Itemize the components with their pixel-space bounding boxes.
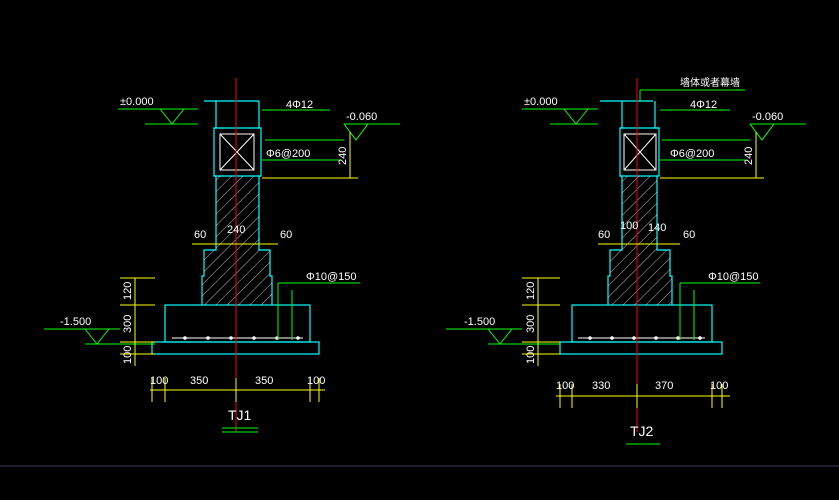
tj2-wall-left-label: 100 bbox=[620, 220, 638, 232]
tj1-hatch-fill bbox=[202, 176, 272, 305]
tj1-height-100: 100 bbox=[122, 346, 134, 364]
tj1-height-300: 300 bbox=[122, 315, 134, 333]
tj2-wall-right-label: 140 bbox=[648, 222, 666, 234]
tj2-step-right-label: 60 bbox=[683, 229, 695, 241]
tj2-title: TJ2 bbox=[630, 423, 654, 439]
tj1-elevation-right-symbol bbox=[265, 123, 400, 141]
tj2-base-bars-label: Φ10@150 bbox=[708, 271, 759, 283]
tj2-width-330: 330 bbox=[592, 380, 610, 392]
tj1-height-120: 120 bbox=[122, 282, 134, 300]
tj2-elev-right-label: -0.060 bbox=[752, 111, 783, 123]
detail-tj2 bbox=[446, 78, 806, 445]
tj2-height-300: 300 bbox=[525, 315, 537, 333]
tj2-elevation-top-symbol bbox=[522, 108, 598, 125]
tj1-elevation-top-symbol bbox=[118, 108, 198, 125]
tj2-dimension-lines bbox=[522, 132, 764, 408]
tj1-leaders bbox=[262, 109, 360, 340]
tj2-height-120: 120 bbox=[525, 282, 537, 300]
tj2-step-left-label: 60 bbox=[598, 229, 610, 241]
tj1-base-rebar bbox=[172, 336, 303, 340]
tj1-width-350-right: 350 bbox=[255, 375, 273, 387]
tj1-width-100-right: 100 bbox=[307, 375, 325, 387]
tj2-beam-height-label: 240 bbox=[743, 147, 755, 165]
tj2-width-100-right: 100 bbox=[710, 380, 728, 392]
tj1-title-underline bbox=[222, 427, 258, 433]
tj1-elev-right-label: -0.060 bbox=[346, 111, 377, 123]
tj1-elev-bottom-label: -1.500 bbox=[60, 316, 91, 328]
tj2-top-bars-label: 4Φ12 bbox=[690, 99, 717, 111]
tj2-elevation-bottom-symbol bbox=[446, 328, 560, 345]
tj1-base-bars-label: Φ10@150 bbox=[306, 271, 357, 283]
tj1-title: TJ1 bbox=[228, 407, 252, 423]
tj1-top-bars-label: 4Φ12 bbox=[286, 99, 313, 111]
tj1-step-left-label: 60 bbox=[194, 229, 206, 241]
tj2-base-rebar bbox=[578, 336, 705, 340]
tj2-leaders bbox=[639, 89, 760, 340]
tj1-elevation-bottom-symbol bbox=[44, 328, 155, 345]
tj1-step-right-label: 60 bbox=[280, 229, 292, 241]
tj1-ring-beam-section bbox=[219, 133, 255, 171]
tj2-elev-bottom-label: -1.500 bbox=[464, 316, 495, 328]
tj1-stirrups-label: Φ6@200 bbox=[266, 148, 310, 160]
tj2-height-100: 100 bbox=[525, 346, 537, 364]
tj2-width-370: 370 bbox=[655, 380, 673, 392]
tj2-stirrups-label: Φ6@200 bbox=[670, 148, 714, 160]
tj1-wall-width-label: 240 bbox=[227, 224, 245, 236]
tj1-beam-height-label: 240 bbox=[337, 147, 349, 165]
tj1-dimension-lines bbox=[120, 132, 358, 402]
tj2-ring-beam-section bbox=[623, 133, 657, 171]
tj1-width-350-left: 350 bbox=[190, 375, 208, 387]
tj2-elev-top-label: ±0.000 bbox=[524, 96, 558, 108]
detail-tj1 bbox=[44, 78, 400, 433]
tj2-elevation-right-symbol bbox=[662, 123, 806, 141]
tj2-hatch-fill bbox=[608, 176, 672, 305]
tj2-width-100-left: 100 bbox=[556, 380, 574, 392]
tj1-width-100-left: 100 bbox=[150, 375, 168, 387]
tj2-wall-note: 墙体或者幕墙 bbox=[680, 76, 740, 89]
tj1-elev-top-label: ±0.000 bbox=[120, 96, 154, 108]
